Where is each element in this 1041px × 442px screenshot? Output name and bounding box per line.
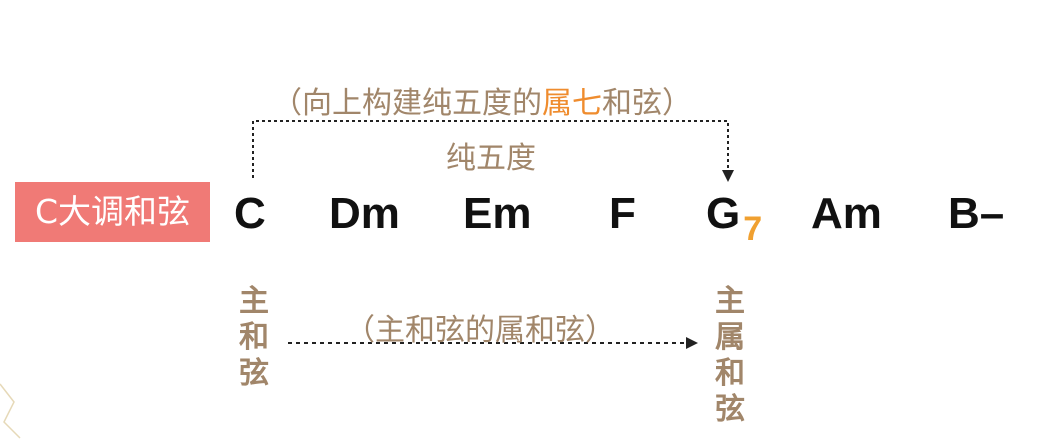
top-caption: （向上构建纯五度的属七和弦） (272, 78, 692, 122)
dominant-char-1: 主 (715, 284, 745, 319)
chord-f: F (609, 189, 636, 238)
chord-am: Am (811, 189, 882, 238)
bottom-arrowhead (686, 337, 698, 349)
dominant-char-3: 和 (715, 356, 745, 391)
bottom-caption: （主和弦的属和弦） (345, 313, 615, 348)
decorative-star-icon (0, 383, 21, 439)
tonic-chord-label: 主 和 弦 (236, 284, 272, 392)
seventh-superscript: 7 (743, 210, 763, 248)
top-caption-highlight: 属七 (542, 86, 602, 121)
interval-label: 纯五度 (446, 141, 536, 176)
c-major-chords-label: C大调和弦 (15, 182, 210, 242)
chord-g: G (706, 189, 741, 238)
dominant-chord-label: 主 属 和 弦 (712, 284, 748, 428)
top-caption-after: 和弦） (602, 86, 692, 121)
dominant-char-4: 弦 (715, 392, 745, 427)
dominant-char-2: 属 (715, 320, 745, 355)
chord-em: Em (463, 189, 532, 238)
tonic-char-1: 主 (239, 284, 269, 319)
top-bracket-line (252, 120, 729, 178)
top-caption-before: （向上构建纯五度的 (272, 86, 542, 121)
chord-g7: G7 (706, 188, 762, 248)
top-arrowhead (722, 170, 734, 182)
tonic-char-2: 和 (239, 320, 269, 355)
tonic-char-3: 弦 (239, 356, 269, 391)
chord-dm: Dm (329, 189, 400, 238)
chord-b-dim: B– (948, 189, 1005, 238)
chord-c: C (234, 189, 266, 238)
